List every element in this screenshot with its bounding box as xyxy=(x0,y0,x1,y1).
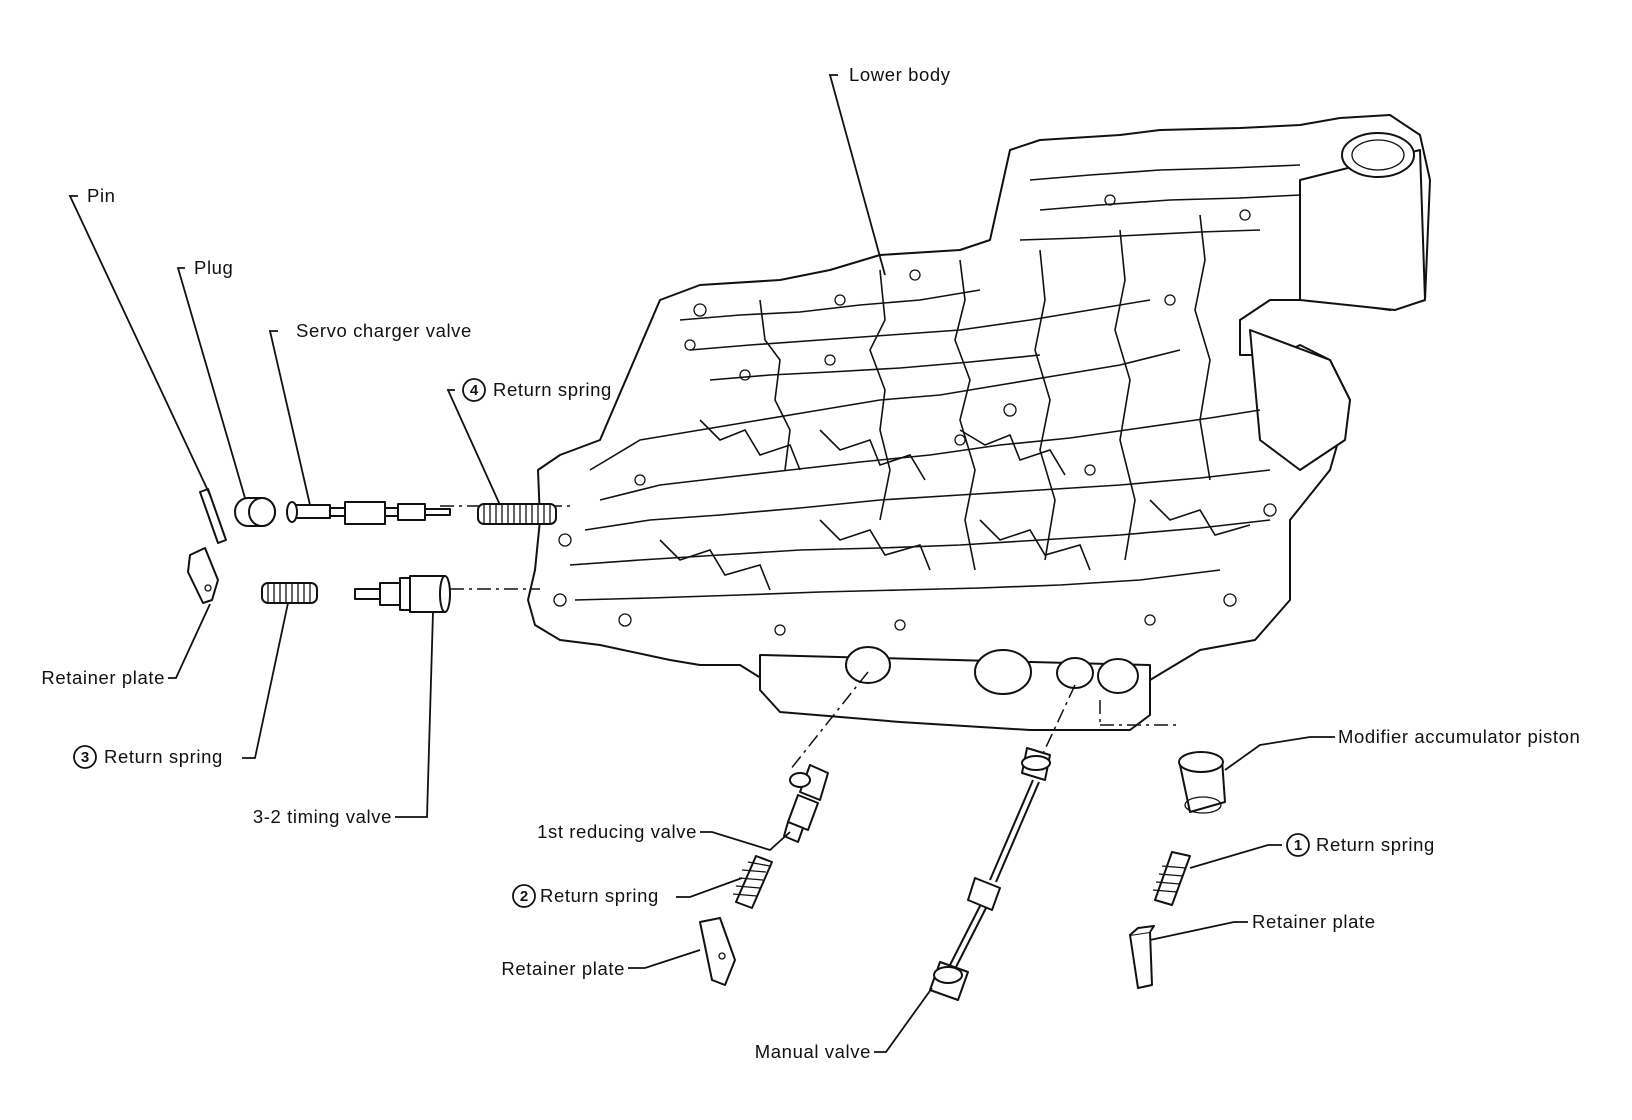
label-modifier-accumulator-piston: Modifier accumulator piston xyxy=(1338,726,1580,747)
label-manual-valve: Manual valve xyxy=(755,1041,871,1062)
label-return-spring-2: Return spring xyxy=(540,885,659,906)
callout-labels: Lower body Pin Plug Servo charger valve … xyxy=(41,64,1580,1062)
label-1st-reducing-valve: 1st reducing valve xyxy=(537,821,697,842)
fluid-channels xyxy=(569,164,1301,601)
label-retainer-plate-right: Retainer plate xyxy=(1252,911,1376,932)
lower-body-casting xyxy=(527,114,1431,731)
timing-valve-3-2-part xyxy=(354,575,451,613)
label-3-2-timing-valve: 3-2 timing valve xyxy=(253,806,392,827)
label-return-spring-4: Return spring xyxy=(493,379,612,400)
return-spring-4-part xyxy=(477,503,557,525)
return-spring-3-part xyxy=(261,582,318,604)
label-retainer-plate-bottom: Retainer plate xyxy=(501,958,625,979)
badge-number-1: 1 xyxy=(1294,837,1302,854)
label-plug: Plug xyxy=(194,257,233,278)
bolt-holes xyxy=(553,194,1277,636)
badge-number-3: 3 xyxy=(81,749,89,766)
label-pin: Pin xyxy=(87,185,116,206)
pin-part xyxy=(199,488,227,544)
retainer-plate-left-part xyxy=(187,547,219,604)
label-servo-charger-valve: Servo charger valve xyxy=(296,320,472,341)
badge-return-spring-3 xyxy=(73,745,97,769)
badge-number-2: 2 xyxy=(520,888,528,905)
leader-lines xyxy=(68,74,1335,1053)
servo-charger-valve-part xyxy=(286,501,451,525)
label-return-spring-1: Return spring xyxy=(1316,834,1435,855)
first-reducing-valve-part xyxy=(783,764,829,843)
badge-number-4: 4 xyxy=(470,382,479,399)
badge-return-spring-4 xyxy=(462,378,486,402)
manual-valve-part xyxy=(929,747,1051,1001)
badge-return-spring-1 xyxy=(1286,833,1310,857)
label-return-spring-3: Return spring xyxy=(104,746,223,767)
plug-part xyxy=(234,497,276,527)
modifier-accumulator-piston-part xyxy=(1178,751,1226,814)
return-spring-2-part xyxy=(732,855,773,909)
return-spring-1-part xyxy=(1152,851,1191,906)
label-lower-body: Lower body xyxy=(849,64,951,85)
label-retainer-plate-left: Retainer plate xyxy=(41,667,165,688)
retainer-plate-right-part xyxy=(1129,925,1155,989)
badge-return-spring-2 xyxy=(512,884,536,908)
retainer-plate-bottom-part xyxy=(699,917,736,986)
